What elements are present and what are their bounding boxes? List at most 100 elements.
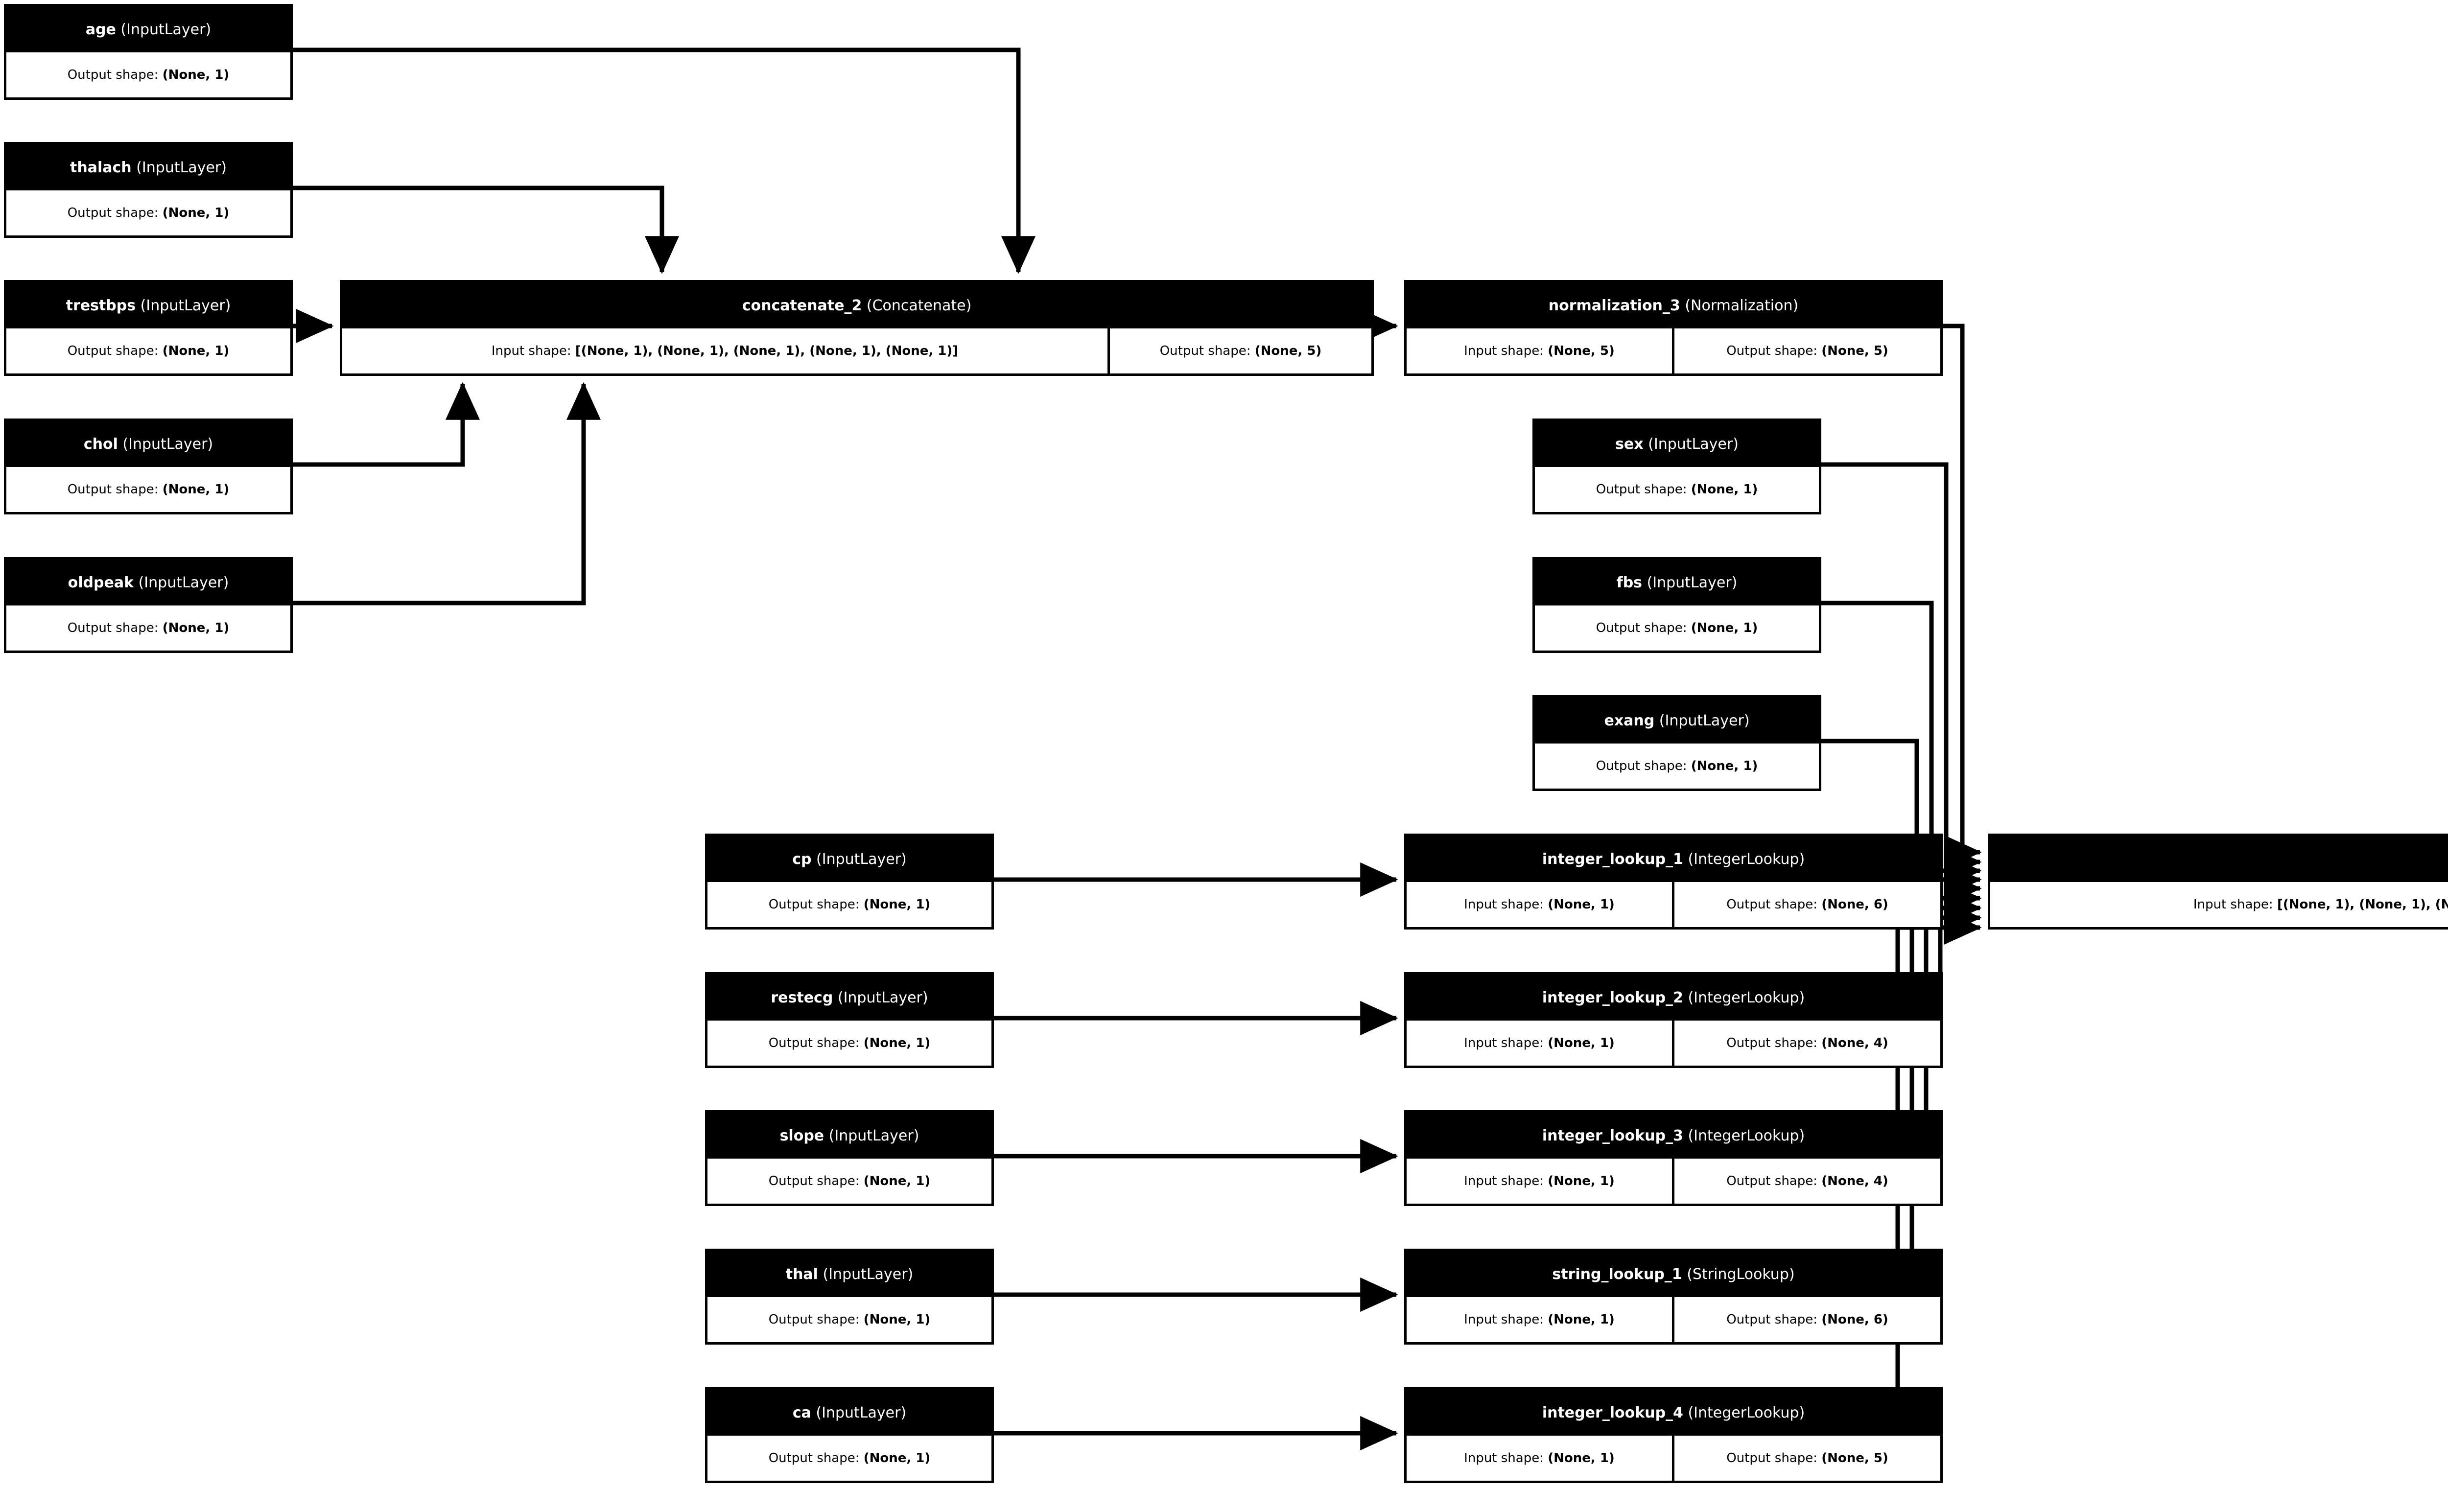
node-title: integer_lookup_1 (IntegerLookup) [1407,836,1940,882]
node-title: ca (InputLayer) [707,1390,991,1436]
node-oldpeak[interactable]: oldpeak (InputLayer)Output shape: (None,… [4,557,293,653]
node-integer_lookup_2[interactable]: integer_lookup_2 (IntegerLookup)Input sh… [1404,972,1943,1068]
node-slope[interactable]: slope (InputLayer) Output shape: (None, 1… [705,1110,994,1206]
node-trestbps[interactable]: trestbps (InputLayer)Output shape: (None… [4,280,293,376]
node-layer-type: (InputLayer) [1643,435,1739,453]
node-concatenate_2[interactable]: concatenate_2 (Concatenate) Input shape: … [340,280,1374,376]
node-shape-row: Input shape: (None, 5)Output shape: (Non… [1407,328,1940,373]
output-shape: Output shape: (None, 1) [6,190,290,235]
edge-fbs-to-concatenate_3 [1821,601,1982,888]
output-shape-prefix: Output shape: [1726,344,1822,358]
node-chol[interactable]: chol (InputLayer)Output shape: (None, 1) [4,419,293,514]
output-shape: Output shape: (None, 1) [6,605,290,651]
node-shape-row: Output shape: (None, 1) [707,1159,991,1204]
input-shape: Input shape: (None, 1) [1407,1159,1672,1204]
node-integer_lookup_3[interactable]: integer_lookup_3 (IntegerLookup) Input sh… [1404,1110,1943,1206]
output-shape-prefix: Output shape: [1726,1312,1822,1327]
output-shape-value: (None, 1) [863,1036,931,1050]
node-title: restecg (InputLayer) [707,975,991,1021]
node-title: integer_lookup_4 (IntegerLookup) [1407,1390,1940,1436]
node-layer-name: fbs [1616,574,1643,591]
node-shape-row: Output shape: (None, 1) [6,190,290,235]
node-layer-type: (InputLayer) [824,1127,919,1144]
output-shape-prefix: Output shape: [768,1174,864,1188]
input-shape-prefix: Input shape: [1464,1174,1548,1188]
node-layer-name: integer_lookup_2 [1542,989,1683,1006]
output-shape-value: (None, 1) [863,1312,931,1327]
node-shape-row: Input shape: [(None, 1), (None, 1), (Non… [1990,882,2448,927]
node-exang[interactable]: exang (InputLayer)Output shape: (None, 1… [1532,695,1821,791]
output-shape-value: (None, 5) [1254,344,1322,358]
node-layer-name: integer_lookup_4 [1542,1404,1683,1421]
node-fbs[interactable]: fbs (InputLayer) Output shape: (None, 1) [1532,557,1821,653]
node-layer-name: integer_lookup_3 [1542,1127,1683,1144]
node-layer-name: oldpeak [68,574,134,591]
input-shape: Input shape: [(None, 1), (None, 1), (Non… [342,328,1107,373]
output-shape-value: (None, 1) [162,344,230,358]
output-shape-prefix: Output shape: [1596,621,1691,635]
node-age[interactable]: age (InputLayer)Output shape: (None, 1) [4,4,293,100]
node-layer-name: thal [785,1265,818,1283]
input-shape-prefix: Input shape: [1464,897,1548,912]
output-shape-value: (None, 1) [1691,621,1758,635]
output-shape: Output shape: (None, 1) [6,467,290,512]
edge-integer_lookup_1-to-concatenate_3 [1943,871,1982,906]
edge-integer_lookup_2-to-concatenate_3 [1938,881,1982,1021]
node-title: exang (InputLayer) [1535,698,1819,744]
output-shape: Output shape: (None, 4) [1674,1159,1940,1204]
output-shape: Output shape: (None, 1) [707,1297,991,1342]
node-cp[interactable]: cp (InputLayer)Output shape: (None, 1) [705,834,994,930]
output-shape: Output shape: (None, 1) [707,1159,991,1204]
edge-thalach-to-concatenate_2 [293,186,680,274]
node-title: normalization_3 (Normalization) [1407,282,1940,328]
output-shape-prefix: Output shape: [1726,1174,1822,1188]
output-shape-value: (None, 6) [1821,1312,1888,1327]
input-shape-value: (None, 1) [1548,1451,1615,1465]
node-layer-name: slope [779,1127,824,1144]
output-shape-prefix: Output shape: [768,1036,864,1050]
node-layer-name: concatenate_2 [742,297,862,314]
node-title: oldpeak (InputLayer) [6,559,290,605]
node-string_lookup_1[interactable]: string_lookup_1 (StringLookup)Input shap… [1404,1249,1943,1345]
node-layer-name: normalization_3 [1548,297,1680,314]
node-title: trestbps (InputLayer) [6,282,290,328]
node-layer-type: (InputLayer) [811,1404,907,1421]
output-shape-value: (None, 1) [863,1451,931,1465]
output-shape: Output shape: (None, 5) [1110,328,1371,373]
node-title: cp (InputLayer) [707,836,991,882]
node-integer_lookup_1[interactable]: integer_lookup_1 (IntegerLookup) Input sh… [1404,834,1943,930]
node-title: age (InputLayer) [6,6,290,52]
node-ca[interactable]: ca (InputLayer)Output shape: (None, 1) [705,1387,994,1483]
input-shape-value: [(None, 1), (None, 1), (None, 1), (None,… [575,344,959,358]
output-shape: Output shape: (None, 1) [6,52,290,97]
input-shape-prefix: Input shape: [1464,1312,1548,1327]
node-thalach[interactable]: thalach (InputLayer)Output shape: (None,… [4,142,293,238]
output-shape-prefix: Output shape: [1726,1451,1822,1465]
input-shape: Input shape: [(None, 1), (None, 1), (Non… [1990,882,2448,927]
node-shape-row: Output shape: (None, 1) [707,1297,991,1342]
output-shape-value: (None, 1) [863,897,931,912]
node-normalization_3[interactable]: normalization_3 (Normalization)Input sha… [1404,280,1943,376]
output-shape: Output shape: (None, 5) [1674,1436,1940,1481]
node-thal[interactable]: thal (InputLayer)Output shape: (None, 1) [705,1249,994,1345]
node-layer-type: (Concatenate) [862,297,972,314]
node-layer-name: sex [1615,435,1644,453]
output-shape-value: (None, 6) [1821,897,1888,912]
input-shape: Input shape: (None, 5) [1407,328,1672,373]
input-shape: Input shape: (None, 1) [1407,1021,1672,1066]
node-layer-name: cp [792,850,812,868]
node-layer-type: (Normalization) [1680,297,1799,314]
node-concatenate_3[interactable]: concatenate_3 (Concatenate)Input shape: … [1988,834,2448,930]
node-shape-row: Input shape: (None, 1)Output shape: (Non… [1407,1297,1940,1342]
node-title: integer_lookup_2 (IntegerLookup) [1407,975,1940,1021]
input-shape-prefix: Input shape: [491,344,575,358]
node-integer_lookup_4[interactable]: integer_lookup_4 (IntegerLookup)Input sh… [1404,1387,1943,1483]
node-layer-type: (IntegerLookup) [1683,1127,1805,1144]
node-title: fbs (InputLayer) [1535,559,1819,605]
output-shape-value: (None, 1) [1691,759,1758,773]
node-sex[interactable]: sex (InputLayer)Output shape: (None, 1) [1532,419,1821,514]
node-layer-type: (InputLayer) [1642,574,1738,591]
node-layer-type: (IntegerLookup) [1683,850,1805,868]
node-restecg[interactable]: restecg (InputLayer) Output shape: (None,… [705,972,994,1068]
